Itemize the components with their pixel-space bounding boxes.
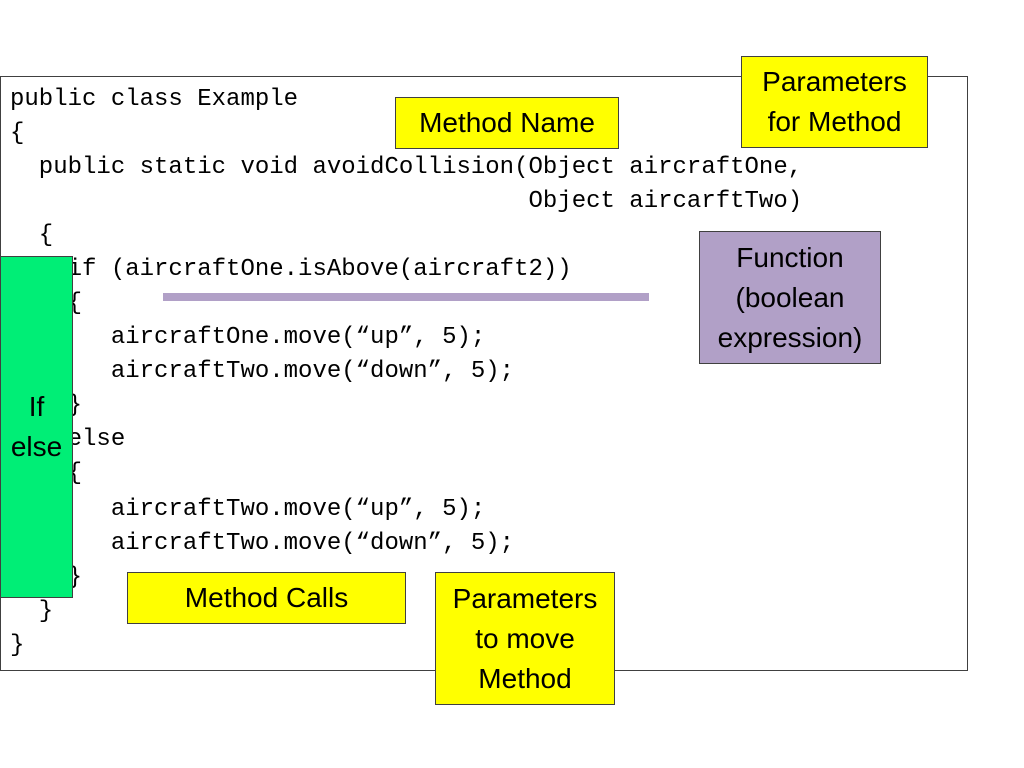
parameters-for-method-callout: Parameters for Method bbox=[741, 56, 928, 148]
method-name-callout: Method Name bbox=[395, 97, 619, 149]
if-else-callout: If else bbox=[0, 256, 73, 598]
code-line-4: Object aircarftTwo) bbox=[10, 188, 803, 215]
code-line-16: } bbox=[10, 598, 54, 625]
code-box bbox=[0, 76, 968, 671]
code-line-2: { bbox=[10, 120, 25, 147]
boolean-expression-underline bbox=[163, 293, 649, 301]
code-line-17: } bbox=[10, 632, 25, 659]
code-line-8: aircraftOne.move(“up”, 5); bbox=[10, 324, 486, 351]
code-line-5: { bbox=[10, 222, 54, 249]
function-boolean-expression-callout: Function (boolean expression) bbox=[699, 231, 881, 364]
code-line-11: else bbox=[67, 426, 126, 453]
code-line-1: public class Example bbox=[10, 86, 299, 113]
code-line-14: aircraftTwo.move(“down”, 5); bbox=[10, 530, 515, 557]
code-line-13: aircraftTwo.move(“up”, 5); bbox=[10, 496, 486, 523]
parameters-to-move-method-callout: Parameters to move Method bbox=[435, 572, 615, 705]
code-line-6: if (aircraftOne.isAbove(aircraft2)) bbox=[10, 256, 572, 283]
code-line-3: public static void avoidCollision(Object… bbox=[10, 154, 803, 181]
method-calls-callout: Method Calls bbox=[127, 572, 406, 624]
code-line-9: aircraftTwo.move(“down”, 5); bbox=[10, 358, 515, 385]
